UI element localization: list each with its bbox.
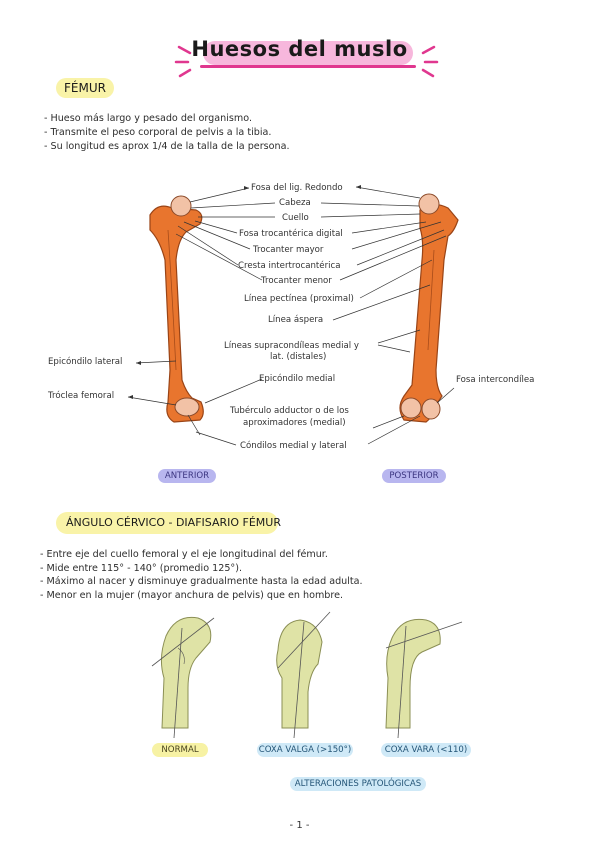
angulo-bullets: - Entre eje del cuello femoral y el eje …	[40, 548, 363, 602]
cervico-diafisario-sketches	[151, 611, 463, 738]
label-cresta-intertrocanterica: Cresta intertrocantérica	[238, 261, 341, 271]
femur-normal-sketch	[151, 616, 215, 738]
posterior-badge: POSTERIOR	[382, 469, 446, 483]
anterior-badge: ANTERIOR	[158, 469, 216, 483]
label-lineas-supracondileas-2: lat. (distales)	[270, 352, 327, 362]
page-number: - 1 -	[289, 820, 310, 831]
label-epicondilo-lateral: Epicóndilo lateral	[48, 357, 123, 367]
label-trocanter-menor: Trocanter menor	[261, 276, 332, 286]
angulo-heading: ÁNGULO CÉRVICO - DIAFISARIO FÉMUR	[66, 516, 281, 529]
angulo-bullet: - Menor en la mujer (mayor anchura de pe…	[40, 589, 344, 601]
label-fosa-lig-redondo: Fosa del lig. Redondo	[251, 183, 343, 193]
femur-heading: FÉMUR	[64, 81, 106, 95]
label-condilos: Cóndilos medial y lateral	[240, 441, 347, 451]
angulo-bullet: - Mide entre 115° - 140° (promedio 125°)…	[40, 562, 243, 574]
femur-bullets: - Hueso más largo y pesado del organismo…	[44, 112, 290, 154]
title-underline	[200, 65, 416, 68]
label-tuberculo-adductor-2: aproximadores (medial)	[243, 418, 346, 428]
label-cabeza: Cabeza	[279, 198, 311, 208]
title-highlight	[203, 41, 413, 65]
leader-lines	[127, 186, 455, 446]
label-cuello: Cuello	[282, 213, 309, 223]
posterior-femur-illustration	[399, 193, 459, 423]
femur-diagram	[127, 185, 459, 446]
anterior-femur-illustration	[149, 195, 204, 423]
caption-coxa-valga: COXA VALGA (>150°)	[257, 743, 353, 757]
femur-bullet: - Hueso más largo y pesado del organismo…	[44, 113, 252, 124]
label-lineas-supracondileas: Líneas supracondíleas medial y	[224, 341, 359, 351]
page-header: Huesos del muslo	[0, 28, 599, 78]
label-linea-aspera: Línea áspera	[268, 315, 324, 325]
label-tuberculo-adductor: Tubérculo adductor o de los	[230, 406, 349, 416]
angulo-bullet: - Entre eje del cuello femoral y el eje …	[40, 549, 328, 560]
femur-coxa-vara-sketch	[385, 618, 463, 738]
sparkle-decoration-icon	[174, 45, 439, 78]
femur-bullet: - Transmite el peso corporal de pelvis a…	[44, 127, 272, 138]
caption-normal: NORMAL	[152, 743, 208, 757]
page-title: Huesos del muslo	[191, 37, 408, 61]
caption-coxa-vara: COXA VARA (<110)	[381, 743, 471, 757]
label-linea-pectinea: Línea pectínea (proximal)	[244, 294, 354, 304]
angulo-heading-highlight	[56, 512, 278, 534]
caption-alteraciones: ALTERACIONES PATOLÓGICAS	[290, 777, 426, 791]
label-epicondilo-medial: Epicóndilo medial	[259, 374, 336, 384]
label-fosa-intercondilea: Fosa intercondílea	[456, 375, 535, 385]
femur-bullet: - Su longitud es aprox 1/4 de la talla d…	[44, 141, 290, 152]
label-fosa-trocanterica: Fosa trocantérica digital	[239, 229, 343, 239]
angulo-bullet: - Máximo al nacer y disminuye gradualmen…	[40, 576, 363, 587]
label-troclea-femoral: Tróclea femoral	[48, 391, 115, 401]
femur-heading-highlight	[56, 78, 114, 98]
femur-coxa-valga-sketch	[276, 611, 331, 738]
label-trocanter-mayor: Trocanter mayor	[253, 245, 324, 255]
